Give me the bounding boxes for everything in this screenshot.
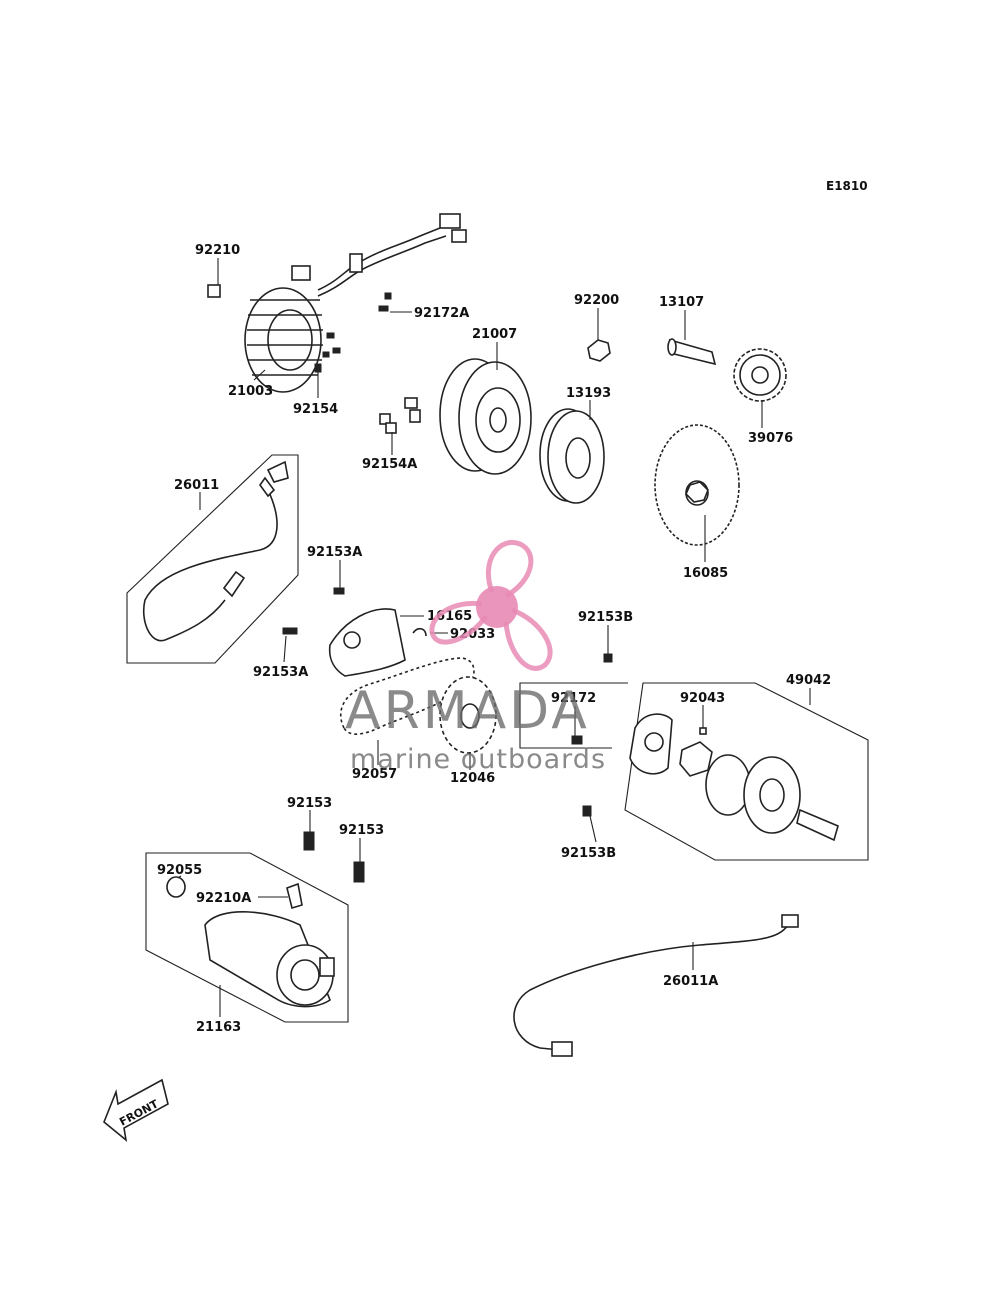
label-92057: 92057 xyxy=(352,767,397,782)
stator-bolts xyxy=(314,292,392,373)
watermark-hub xyxy=(476,586,518,628)
label-92200: 92200 xyxy=(574,293,619,308)
label-92153-right: 92153 xyxy=(339,823,384,838)
label-92153a-bottom: 92153A xyxy=(253,665,308,680)
bolts-92154a xyxy=(379,397,421,434)
chain-guide-16165 xyxy=(328,608,406,677)
label-49042: 49042 xyxy=(786,673,831,688)
label-21007: 21007 xyxy=(472,327,517,342)
label-92153b-top: 92153B xyxy=(578,610,633,625)
label-92153b-bottom: 92153B xyxy=(561,846,616,861)
nut-92200 xyxy=(587,339,611,362)
label-26011: 26011 xyxy=(174,478,219,493)
part-labels: 92210 21003 92154 92172A 92154A 21007 92… xyxy=(157,243,831,1035)
starter-clutch-part xyxy=(539,408,605,504)
sprocket-12046 xyxy=(439,676,497,754)
label-92172: 92172 xyxy=(551,691,596,706)
flywheel-part xyxy=(439,358,532,475)
label-21163: 21163 xyxy=(196,1020,241,1035)
label-21003: 21003 xyxy=(228,384,273,399)
cable-26011-box xyxy=(126,454,299,664)
label-92154: 92154 xyxy=(293,402,338,417)
label-26011a: 26011A xyxy=(663,974,718,989)
label-12046: 12046 xyxy=(450,771,495,786)
label-92153-left: 92153 xyxy=(287,796,332,811)
watermark: ARMADA marine outboards xyxy=(345,540,606,775)
front-arrow-icon: FRONT xyxy=(103,1078,169,1142)
label-92055: 92055 xyxy=(157,863,202,878)
label-92154a: 92154A xyxy=(362,457,417,472)
clip-92033 xyxy=(412,627,427,637)
watermark-brand: ARMADA xyxy=(345,681,590,741)
stator-part xyxy=(207,213,467,393)
diagram-code: E1810 xyxy=(826,179,868,193)
bolts-92153 xyxy=(303,831,365,883)
watermark-propeller-icon xyxy=(429,540,553,671)
gear-39076 xyxy=(733,348,787,402)
label-92210a: 92210A xyxy=(196,891,251,906)
leader-lines xyxy=(177,258,811,1017)
screws-92153a xyxy=(282,587,345,635)
watermark-tagline: marine outboards xyxy=(350,744,606,775)
sprocket-16085 xyxy=(654,424,740,546)
label-39076: 39076 xyxy=(748,431,793,446)
label-13107: 13107 xyxy=(659,295,704,310)
starter-drive-box xyxy=(519,682,869,861)
label-92210: 92210 xyxy=(195,243,240,258)
label-92043: 92043 xyxy=(680,691,725,706)
shaft-13107 xyxy=(667,338,717,366)
chain-92057 xyxy=(339,657,475,735)
label-92153a-top: 92153A xyxy=(307,545,362,560)
starter-motor-box xyxy=(145,852,349,1023)
label-16085: 16085 xyxy=(683,566,728,581)
cable-26011a xyxy=(513,914,799,1057)
label-92172a: 92172A xyxy=(414,306,469,321)
label-13193: 13193 xyxy=(566,386,611,401)
